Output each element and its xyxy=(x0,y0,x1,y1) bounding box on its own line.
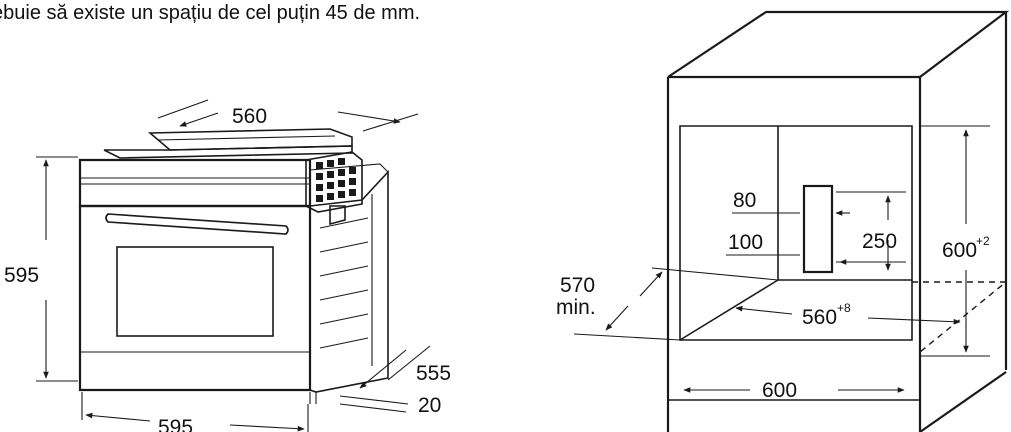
cabinet-bottom-right xyxy=(919,371,1007,432)
dim-560-arrow-right xyxy=(337,111,401,124)
dim-depth-label: 555 xyxy=(416,362,451,385)
niche-floor-left xyxy=(679,279,779,341)
cabinet-opening xyxy=(679,125,913,341)
dim-opening-width-arrow-left xyxy=(735,305,793,315)
oven-top-plate xyxy=(147,128,353,151)
dim-height-label: 595 xyxy=(4,264,39,287)
oven-mounting-bracket xyxy=(329,205,346,226)
cabinet-illustration xyxy=(666,10,1010,432)
ventilation-slot xyxy=(802,184,834,274)
dim-depth-ext-top xyxy=(651,267,779,281)
dim-560-arrow-left xyxy=(179,112,219,127)
oven-dimensions: 560 595 595 555 20 xyxy=(4,99,451,432)
oven-side-rib-3 xyxy=(319,265,369,277)
dim-depth-ext-bottom xyxy=(573,333,681,341)
dim-depth-arrow xyxy=(359,349,407,389)
dim-vent-height-label: 250 xyxy=(862,230,897,253)
oven-door-handle xyxy=(105,213,289,235)
oven-side-rib-2 xyxy=(319,241,369,253)
dim-offset-label: 20 xyxy=(418,394,441,417)
dim-opening-height-tolerance: +2 xyxy=(976,234,990,248)
oven-top-edge xyxy=(157,135,336,141)
dim-opening-width-label: 560 xyxy=(802,306,837,329)
oven-side-panel xyxy=(309,169,389,393)
oven-side-top xyxy=(309,163,389,173)
dim-vent-offset-label: 100 xyxy=(728,231,763,254)
dim-bottom-width-label: 595 xyxy=(158,416,193,432)
oven-side-rib-6 xyxy=(319,337,369,349)
dim-opening-width-arrow-right xyxy=(867,317,961,325)
cabinet-dashed-depth xyxy=(912,281,1008,353)
oven-vent-grille xyxy=(316,158,356,202)
dim-560-ext-right xyxy=(362,113,419,132)
dim-bottom-arrow-right xyxy=(229,424,305,432)
oven-top-rim xyxy=(103,145,353,159)
cabinet-top xyxy=(667,10,1010,78)
cabinet-dimensions: 570 min. 80 100 250 600 +2 xyxy=(556,125,990,402)
oven-side-rib-4 xyxy=(319,289,369,301)
dim-depth-arrow-up xyxy=(639,271,663,297)
dim-top-width-label: 560 xyxy=(232,105,267,128)
dim-depth-arrow-down xyxy=(605,305,629,331)
dim-560-ext-left xyxy=(157,99,209,119)
dim-offset-line-2 xyxy=(339,403,407,413)
dim-cabinet-depth-suffix: min. xyxy=(556,296,596,319)
oven-window xyxy=(116,246,274,337)
oven-illustration xyxy=(78,128,389,404)
dim-opening-height-label: 600 xyxy=(942,239,977,262)
caption-text: ebuie să existe un spațiu de cel puțin 4… xyxy=(0,2,421,24)
dim-depth-ext xyxy=(387,345,431,381)
dim-vent-width-label: 80 xyxy=(733,189,756,212)
dim-bottom-arrow-left xyxy=(85,412,151,422)
oven-control-panel xyxy=(78,158,312,208)
dim-cabinet-width-label: 600 xyxy=(762,379,797,402)
dim-offset-line xyxy=(339,395,409,405)
oven-side-rib-1 xyxy=(319,217,369,229)
dim-opening-width-tolerance: +8 xyxy=(837,301,851,315)
oven-side-rib-5 xyxy=(319,313,369,325)
dim-cabinet-depth-label: 570 xyxy=(560,274,595,297)
